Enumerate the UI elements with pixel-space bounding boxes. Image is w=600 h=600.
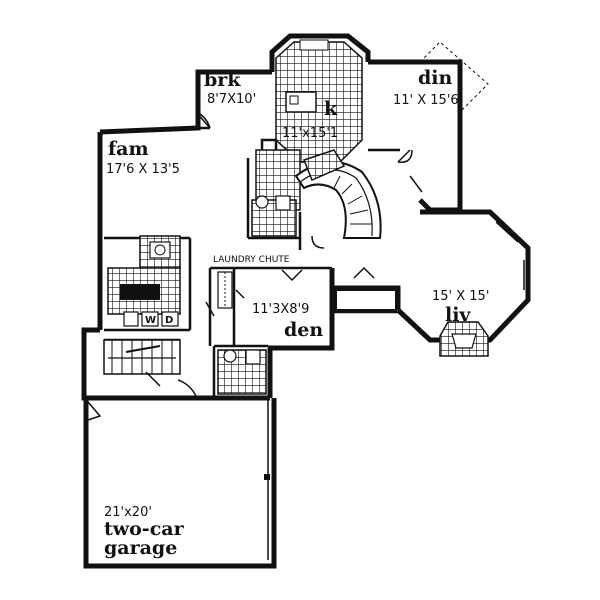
room-name-din: din: [418, 67, 453, 89]
room-name-den: den: [284, 319, 323, 341]
exterior-walls: [81, 33, 531, 569]
room-dims-liv: 15' X 15': [432, 289, 489, 304]
laundry-area: [107, 267, 181, 327]
garage-post: [264, 474, 270, 480]
basement-stair: [103, 339, 181, 375]
interior-walls: [104, 126, 400, 396]
room-name-kitchen: k: [324, 98, 338, 120]
room-dims-garage: 21'x20': [104, 505, 152, 520]
room-dims-kitchen: 11'x15'1: [282, 126, 338, 141]
kitchen-tile: [275, 39, 363, 163]
spiral-stair: [294, 149, 382, 239]
foyer: [251, 149, 301, 237]
room-name-liv: liv: [445, 304, 471, 326]
bookcase: [335, 289, 397, 311]
room-dims-fam: 17'6 X 13'5: [106, 162, 180, 177]
fireplace-living: [439, 321, 489, 357]
closets: [217, 271, 233, 309]
powder-room: [217, 349, 267, 395]
room-dims-brk: 8'7X10': [207, 92, 256, 107]
bay-window: [419, 41, 489, 111]
room-dims-den: 11'3X8'9: [252, 302, 309, 317]
laundry-chute-label: LAUNDRY CHUTE: [213, 255, 290, 265]
dryer-label: D: [165, 315, 173, 326]
room-name-fam: fam: [108, 138, 149, 160]
doors: [87, 111, 423, 421]
room-name-garage-line1: two-car: [104, 518, 185, 540]
washer-label: W: [145, 315, 156, 326]
room-name-garage-line2: garage: [104, 537, 177, 559]
room-dims-din: 11' X 15'6: [393, 93, 459, 108]
room-name-brk: brk: [204, 69, 241, 91]
living-windows: [495, 221, 525, 290]
fireplace-family: [139, 235, 181, 269]
